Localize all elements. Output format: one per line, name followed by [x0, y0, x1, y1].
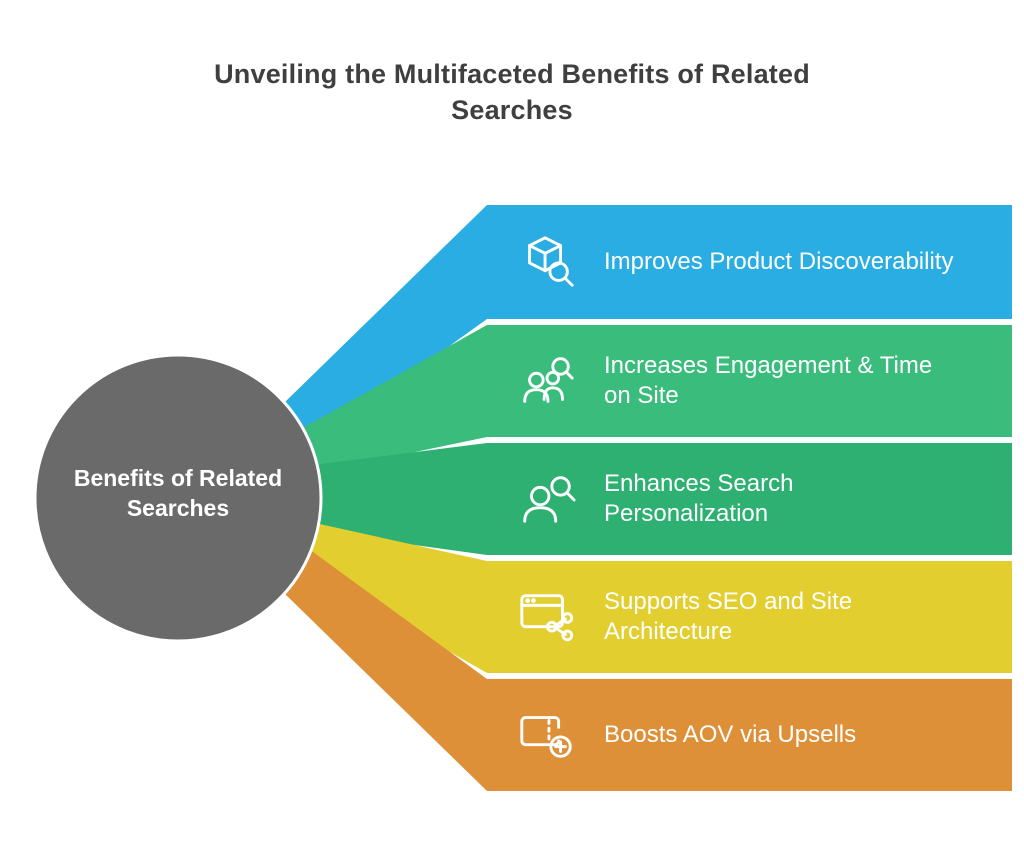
band-shape-4 [299, 523, 1012, 673]
product-search-icon [516, 231, 578, 293]
band-row-personalization: Enhances Search Personalization [516, 461, 996, 537]
band-shape-1 [285, 205, 1012, 447]
band-label: Boosts AOV via Upsells [604, 720, 857, 748]
band-row-seo: Supports SEO and Site Architecture [516, 579, 996, 655]
band-label: Supports SEO and Site Architecture [604, 587, 853, 645]
engagement-group-search-icon [516, 350, 578, 412]
band-label: Improves Product Discoverability [604, 247, 954, 275]
page-title: Unveiling the Multifaceted Benefits of R… [214, 59, 810, 126]
center-circle-label: Benefits of Related Searches [73, 465, 283, 521]
band-shape-2 [299, 325, 1012, 473]
band-row-engagement: Increases Engagement & Time on Site [516, 343, 996, 419]
center-circle [33, 353, 323, 643]
person-search-icon [516, 468, 578, 530]
band-row-product-discoverability: Improves Product Discoverability [516, 224, 996, 300]
band-label: Enhances Search Personalization [604, 469, 794, 527]
band-row-upsells: Boosts AOV via Upsells [516, 697, 996, 773]
band-label: Increases Engagement & Time on Site [604, 351, 933, 409]
window-nodes-icon [516, 586, 578, 648]
band-shape-3 [313, 443, 1012, 555]
ticket-plus-icon [516, 704, 578, 766]
band-shape-5 [285, 549, 1012, 791]
